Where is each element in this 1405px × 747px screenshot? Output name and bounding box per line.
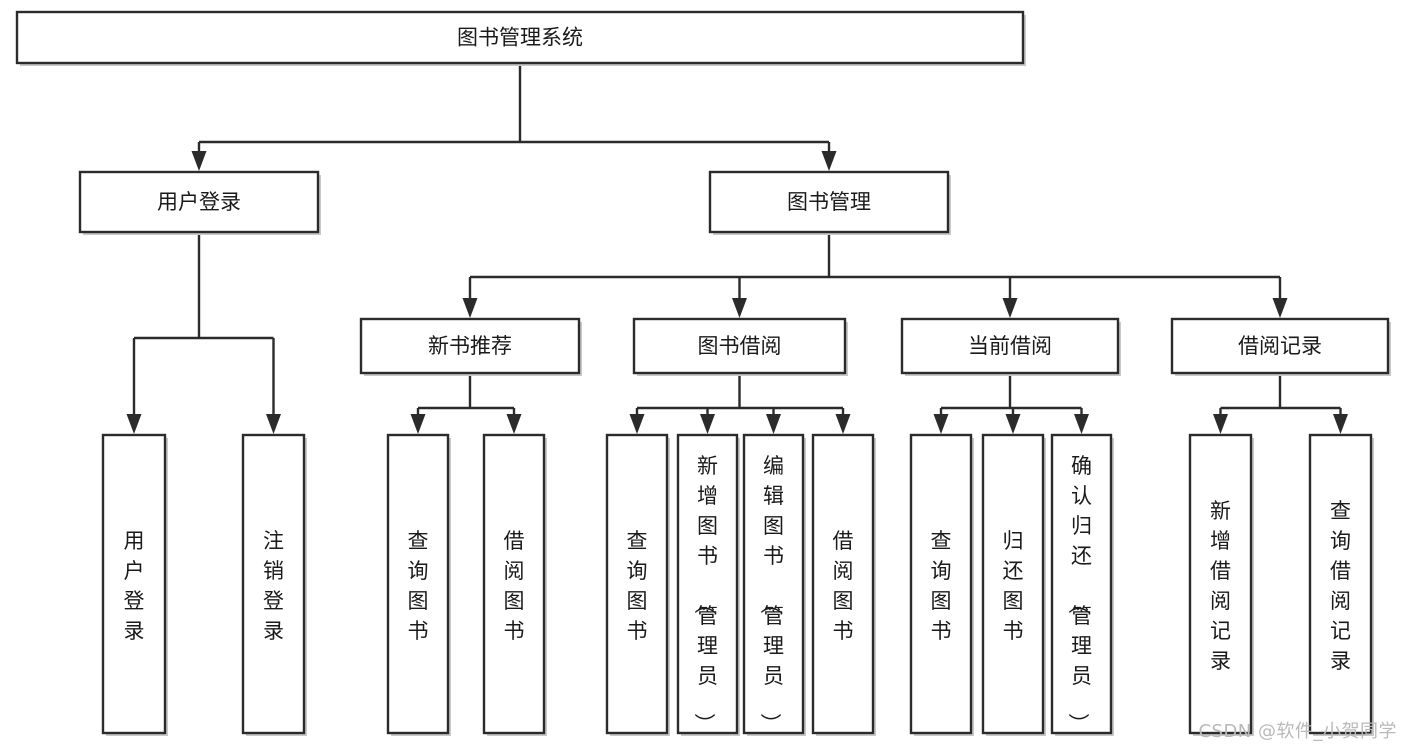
node-current-borrow[interactable]: 当前借阅: [900, 317, 1121, 376]
node-leaf-logout[interactable]: 注销登录: [241, 433, 307, 736]
node-borrow-record[interactable]: 借阅记录: [1170, 317, 1391, 376]
node-label: 用户登录: [124, 529, 145, 643]
node-box[interactable]: [676, 433, 739, 735]
node-leaf-query-book-1[interactable]: 查询图书: [386, 433, 451, 736]
node-box[interactable]: [482, 433, 546, 735]
node-box[interactable]: [632, 317, 847, 375]
node-leaf-edit-book[interactable]: 编辑图书（管理员）: [742, 433, 806, 736]
node-label: 用户登录: [157, 190, 241, 214]
node-box[interactable]: [900, 317, 1120, 375]
connector-group-book-borrow: [629, 373, 851, 434]
node-label: 图书借阅: [698, 334, 782, 358]
node-leaf-query-book-2[interactable]: 查询图书: [605, 433, 670, 736]
node-root[interactable]: 图书管理系统: [15, 10, 1026, 66]
node-box[interactable]: [909, 433, 973, 735]
node-label: 当前借阅: [968, 334, 1052, 358]
connector-group-borrow-record: [1213, 373, 1348, 434]
node-box[interactable]: [241, 433, 306, 735]
node-box[interactable]: [359, 317, 581, 375]
node-new-book-recommend[interactable]: 新书推荐: [359, 317, 582, 376]
node-label: 编辑图书（管理员）: [758, 454, 784, 734]
node-label: 借阅图书: [504, 529, 525, 643]
node-label: 图书管理: [787, 190, 871, 214]
node-leaf-add-book[interactable]: 新增图书（管理员）: [676, 433, 740, 736]
node-box[interactable]: [708, 170, 950, 234]
node-box[interactable]: [78, 170, 320, 234]
node-box[interactable]: [1308, 433, 1373, 735]
node-leaf-user-login[interactable]: 用户登录: [101, 433, 168, 736]
node-label: 新增图书（管理员）: [692, 454, 718, 734]
node-layer: 图书管理系统用户登录图书管理新书推荐图书借阅当前借阅借阅记录用户登录注销登录查询…: [15, 10, 1391, 736]
connector-group-root: [191, 63, 837, 171]
node-leaf-return-book[interactable]: 归还图书: [981, 433, 1046, 736]
node-leaf-query-book-3[interactable]: 查询图书: [909, 433, 974, 736]
node-user-login[interactable]: 用户登录: [78, 170, 321, 235]
node-label: 查询借阅记录: [1330, 499, 1351, 673]
connector-group-new-book-recommend: [410, 373, 522, 434]
node-leaf-borrow-book-1[interactable]: 借阅图书: [482, 433, 547, 736]
node-label: 借阅图书: [833, 529, 854, 643]
node-label: 新书推荐: [428, 334, 512, 358]
connector-group-current-borrow: [933, 373, 1089, 434]
node-box[interactable]: [15, 10, 1025, 65]
node-label: 借阅记录: [1238, 334, 1322, 358]
node-box[interactable]: [1050, 433, 1113, 735]
connector-layer: [126, 63, 1348, 434]
node-box[interactable]: [981, 433, 1045, 735]
node-box[interactable]: [386, 433, 450, 735]
node-book-borrow[interactable]: 图书借阅: [632, 317, 848, 376]
node-box[interactable]: [1170, 317, 1390, 375]
node-label: 归还图书: [1003, 529, 1024, 643]
node-box[interactable]: [101, 433, 167, 735]
node-book-manage[interactable]: 图书管理: [708, 170, 951, 235]
node-box[interactable]: [742, 433, 805, 735]
node-leaf-borrow-book-2[interactable]: 借阅图书: [811, 433, 876, 736]
node-label: 确认归还（管理员）: [1066, 454, 1092, 734]
connector-group-book-manage: [462, 232, 1288, 318]
node-box[interactable]: [605, 433, 669, 735]
node-label: 查询图书: [408, 529, 429, 643]
node-leaf-confirm-return[interactable]: 确认归还（管理员）: [1050, 433, 1114, 736]
node-box[interactable]: [1188, 433, 1253, 735]
node-leaf-query-record[interactable]: 查询借阅记录: [1308, 433, 1374, 736]
node-label: 查询图书: [627, 529, 648, 643]
node-box[interactable]: [811, 433, 875, 735]
node-label: 注销登录: [263, 529, 284, 643]
node-label: 查询图书: [931, 529, 952, 643]
node-label: 图书管理系统: [457, 26, 583, 50]
node-leaf-add-record[interactable]: 新增借阅记录: [1188, 433, 1254, 736]
node-label: 新增借阅记录: [1210, 499, 1231, 673]
connector-group-user-login: [126, 232, 281, 434]
